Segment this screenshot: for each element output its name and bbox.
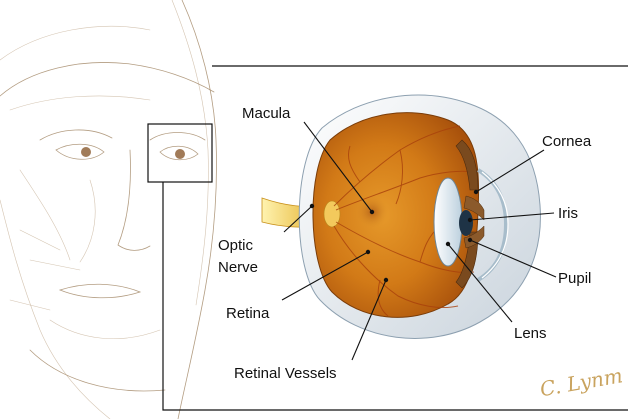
- label-retinal-vessels: Retinal Vessels: [234, 365, 337, 382]
- label-iris: Iris: [558, 205, 578, 222]
- label-optic-nerve-line1: Optic: [218, 237, 254, 254]
- label-retina: Retina: [226, 305, 270, 322]
- artist-signature: C. Lynm: [538, 363, 624, 401]
- right-eye-pupil-sketch: [175, 149, 185, 159]
- label-optic-nerve-line2: Nerve: [218, 259, 258, 276]
- lens-shape: [434, 178, 462, 266]
- pupil-shape: [459, 210, 473, 236]
- eye-cross-section: [262, 95, 540, 338]
- left-eye-pupil-sketch: [81, 147, 91, 157]
- label-cornea: Cornea: [542, 133, 592, 150]
- face-sketch: [0, 0, 217, 419]
- label-lens: Lens: [514, 325, 547, 342]
- label-macula: Macula: [242, 105, 291, 122]
- label-pupil: Pupil: [558, 270, 591, 287]
